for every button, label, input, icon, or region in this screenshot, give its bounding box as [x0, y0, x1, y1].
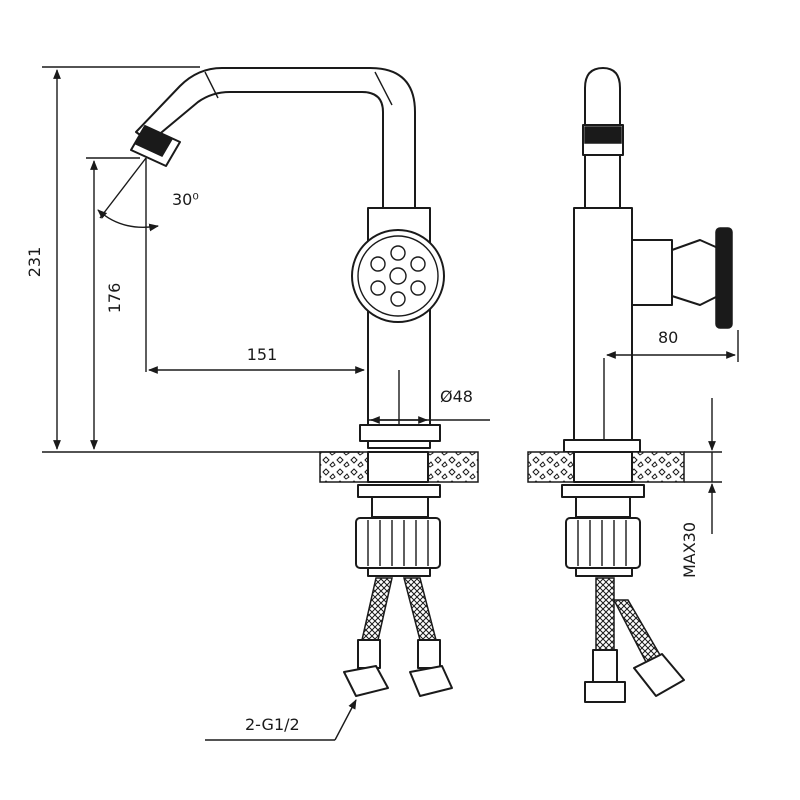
- front-view: 231 176 30⁰ 151 Ø48 2-G1/2: [25, 66, 490, 741]
- side-view: 80 MAX30: [527, 67, 739, 703]
- side-handle-wheel: [715, 227, 733, 329]
- side-aerator: [582, 124, 624, 156]
- hose-fitting-right: [409, 665, 453, 697]
- side-hose-back: [612, 599, 662, 664]
- dim-spout-height: 176: [105, 283, 124, 314]
- side-body: [573, 207, 633, 449]
- side-hose-front: [595, 577, 615, 651]
- dim-connection-thread: 2-G1/2: [245, 715, 300, 734]
- side-handle-stem: [631, 239, 673, 306]
- mounting-nut: [357, 484, 441, 498]
- dim-base-diameter: Ø48: [440, 387, 473, 406]
- countertop-left: [319, 451, 369, 483]
- dim-handle-projection: 80: [658, 328, 678, 347]
- base-flange: [359, 424, 441, 442]
- hose-left: [361, 577, 393, 641]
- dim-spout-angle: 30⁰: [172, 190, 199, 209]
- hose-fitting-left: [343, 665, 389, 697]
- dim-total-height: 231: [25, 247, 44, 278]
- hose-right: [403, 577, 437, 641]
- handle-knob: [351, 229, 445, 323]
- spout-pipe: [135, 67, 416, 211]
- dim-max-counter-thickness: MAX30: [680, 522, 699, 578]
- aerator-nozzle: [130, 125, 181, 167]
- countertop-right: [427, 451, 479, 483]
- side-countertop-right: [631, 451, 685, 483]
- dim-spout-reach: 151: [247, 345, 278, 364]
- side-locking-ring: [565, 517, 641, 569]
- side-countertop-left: [527, 451, 575, 483]
